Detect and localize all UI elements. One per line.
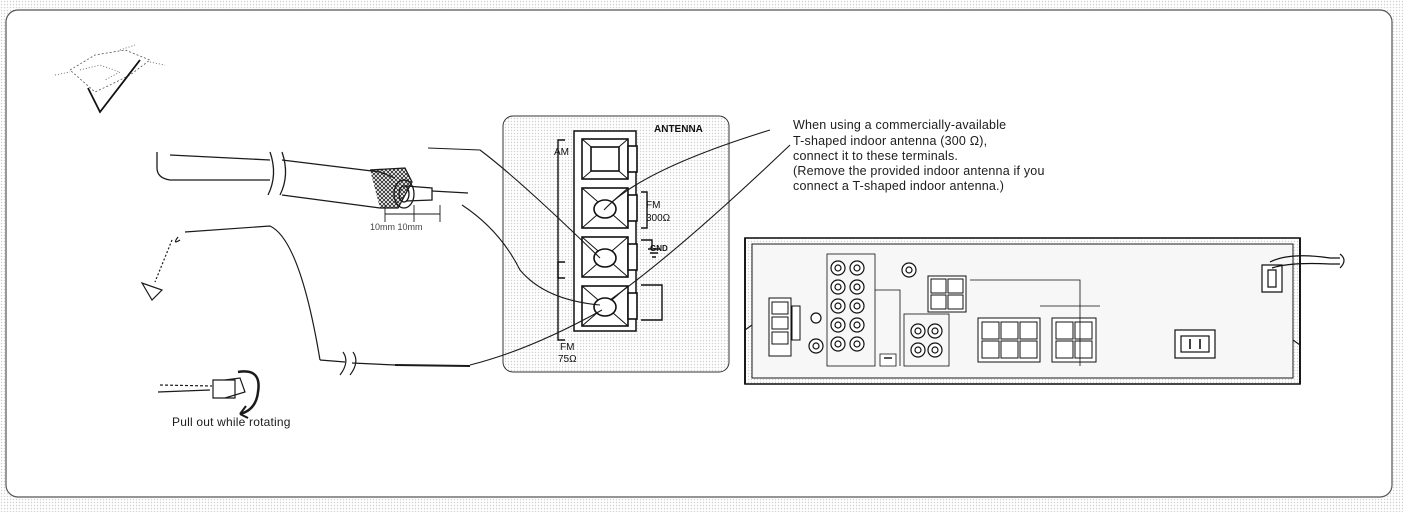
terminal-brackets (557, 139, 663, 341)
terminal-fm300-top (581, 187, 638, 229)
callout-line-4: (Remove the provided indoor antenna if y… (793, 164, 1045, 178)
coaxial-cable (156, 151, 469, 209)
fm75-label: FM (560, 342, 575, 353)
fm75-value: 75Ω (558, 354, 577, 365)
fm300-value: 300Ω (646, 213, 671, 224)
rear-rca-jacks (808, 260, 943, 358)
strip-length-marks (384, 205, 441, 222)
gnd-label: GND (650, 244, 668, 253)
feeder-wire (140, 225, 471, 376)
antenna-panel-title: ANTENNA (654, 124, 703, 135)
callout-line-1: When using a commercially-available (793, 118, 1007, 132)
power-cord (1261, 253, 1345, 293)
pull-out-label: Pull out while rotating (172, 415, 291, 429)
connection-leads (427, 129, 791, 366)
rear-antenna-terminals (768, 297, 801, 357)
cable-strip-label: 10mm 10mm (370, 222, 423, 232)
callout-line-5: connect a T-shaped indoor antenna.) (793, 179, 1005, 193)
terminal-am-top (581, 138, 638, 180)
rear-panel-outlines (826, 253, 1100, 367)
terminal-fm75 (581, 285, 638, 327)
outdoor-antenna-sketch (54, 44, 166, 114)
callout-line-2: T-shaped indoor antenna (300 Ω), (793, 134, 988, 148)
am-label: AM (554, 147, 569, 158)
rear-speaker-terminals (927, 275, 1097, 363)
terminal-gnd (581, 236, 638, 278)
fm300-label: FM (646, 200, 661, 211)
ac-outlet (1174, 329, 1216, 359)
callout-line-3: connect it to these terminals. (793, 149, 959, 163)
pull-out-illustration (157, 370, 260, 419)
